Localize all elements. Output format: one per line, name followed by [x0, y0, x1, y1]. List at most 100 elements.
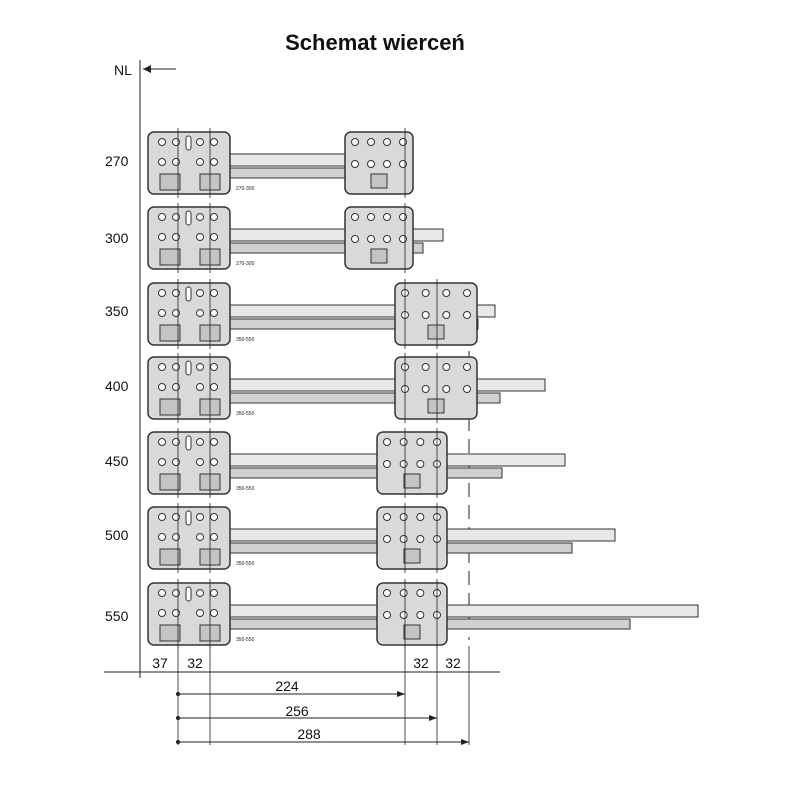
dimension-arrow — [461, 739, 469, 745]
slot-hole — [185, 286, 192, 302]
mounting-hole — [158, 158, 166, 166]
mounting-hole — [172, 289, 180, 297]
mounting-hole — [210, 213, 218, 221]
mounting-hole — [172, 589, 180, 597]
row-label-nl: 300 — [105, 230, 129, 246]
mounting-hole — [196, 233, 204, 241]
mounting-hole — [196, 589, 204, 597]
mounting-hole — [210, 513, 218, 521]
mounting-hole — [416, 513, 425, 521]
mounting-hole — [421, 311, 430, 319]
mounting-hole — [158, 213, 166, 221]
dimension-arrow — [397, 691, 405, 697]
slot-hole — [185, 135, 192, 151]
mounting-hole — [196, 213, 204, 221]
mounting-hole — [172, 138, 180, 146]
mounting-hole — [210, 609, 218, 617]
drawer-runner-row: 270-300 — [147, 128, 414, 198]
mounting-hole — [196, 289, 204, 297]
mounting-hole — [172, 513, 180, 521]
mounting-hole — [421, 385, 430, 393]
mounting-hole — [158, 458, 166, 466]
mounting-hole — [416, 460, 425, 468]
mounting-hole — [196, 533, 204, 541]
mounting-hole — [172, 458, 180, 466]
clip-block — [159, 398, 181, 416]
rail-stamp-text: 350-550 — [236, 411, 255, 417]
rear-bracket — [394, 282, 478, 346]
mounting-hole — [158, 309, 166, 317]
clip-block — [370, 248, 388, 264]
clip-block — [403, 624, 421, 640]
mounting-hole — [196, 438, 204, 446]
drawer-runner-row: 350-550 — [147, 503, 616, 573]
mounting-hole — [367, 160, 375, 168]
drawer-runner-row: 350-550 — [147, 428, 566, 498]
mounting-hole — [399, 438, 408, 446]
mounting-hole — [172, 309, 180, 317]
runner-rail-lower — [229, 467, 503, 479]
runner-rail — [229, 378, 546, 392]
slot-hole — [185, 360, 192, 376]
mounting-hole — [399, 589, 408, 597]
mounting-hole — [416, 611, 425, 619]
clip-block — [159, 624, 181, 642]
mounting-hole — [367, 235, 375, 243]
mounting-hole — [421, 289, 430, 297]
rail-stamp-text: 350-550 — [236, 337, 255, 343]
mounting-hole — [463, 385, 471, 393]
mounting-hole — [158, 138, 166, 146]
mounting-hole — [383, 235, 391, 243]
row-label-nl: 270 — [105, 153, 129, 169]
clip-block — [159, 324, 181, 342]
mounting-hole — [351, 160, 359, 168]
mounting-hole — [383, 213, 391, 221]
clip-block — [427, 398, 445, 414]
clip-block — [159, 173, 181, 191]
rear-bracket — [376, 506, 448, 570]
dim-label-37: 37 — [152, 655, 168, 671]
mounting-hole — [210, 138, 218, 146]
mounting-hole — [210, 309, 218, 317]
mounting-hole — [351, 213, 359, 221]
mounting-hole — [399, 535, 408, 543]
dimension-arrow — [429, 715, 437, 721]
rear-bracket — [376, 582, 448, 646]
slot-hole — [185, 510, 192, 526]
dimension-dot — [176, 692, 180, 696]
rear-bracket — [394, 356, 478, 420]
mounting-hole — [416, 438, 425, 446]
dim-label-32-rear-b: 32 — [445, 655, 461, 671]
mounting-hole — [421, 363, 430, 371]
dim-label-256: 256 — [285, 703, 309, 719]
mounting-hole — [172, 363, 180, 371]
mounting-hole — [158, 513, 166, 521]
mounting-hole — [196, 158, 204, 166]
dimension-layer — [104, 646, 500, 745]
dim-label-224: 224 — [275, 678, 299, 694]
drawer-runner-row: 350-550 — [147, 353, 546, 423]
mounting-hole — [210, 289, 218, 297]
mounting-hole — [383, 160, 391, 168]
mounting-hole — [158, 533, 166, 541]
mounting-hole — [196, 513, 204, 521]
mounting-hole — [196, 609, 204, 617]
mounting-hole — [416, 535, 425, 543]
mounting-hole — [172, 533, 180, 541]
mounting-hole — [463, 363, 471, 371]
clip-block — [159, 548, 181, 566]
row-label-nl: 450 — [105, 453, 129, 469]
rear-bracket — [344, 131, 414, 195]
mounting-hole — [210, 438, 218, 446]
mounting-hole — [399, 513, 408, 521]
mounting-hole — [399, 213, 407, 221]
nl-arrow-head — [143, 65, 151, 73]
dimension-dot — [176, 716, 180, 720]
mounting-hole — [399, 160, 407, 168]
diagram-title: Schemat wierceń — [285, 30, 465, 55]
row-label-nl: 550 — [105, 608, 129, 624]
mounting-hole — [442, 311, 451, 319]
mounting-hole — [210, 589, 218, 597]
mounting-hole — [399, 460, 408, 468]
